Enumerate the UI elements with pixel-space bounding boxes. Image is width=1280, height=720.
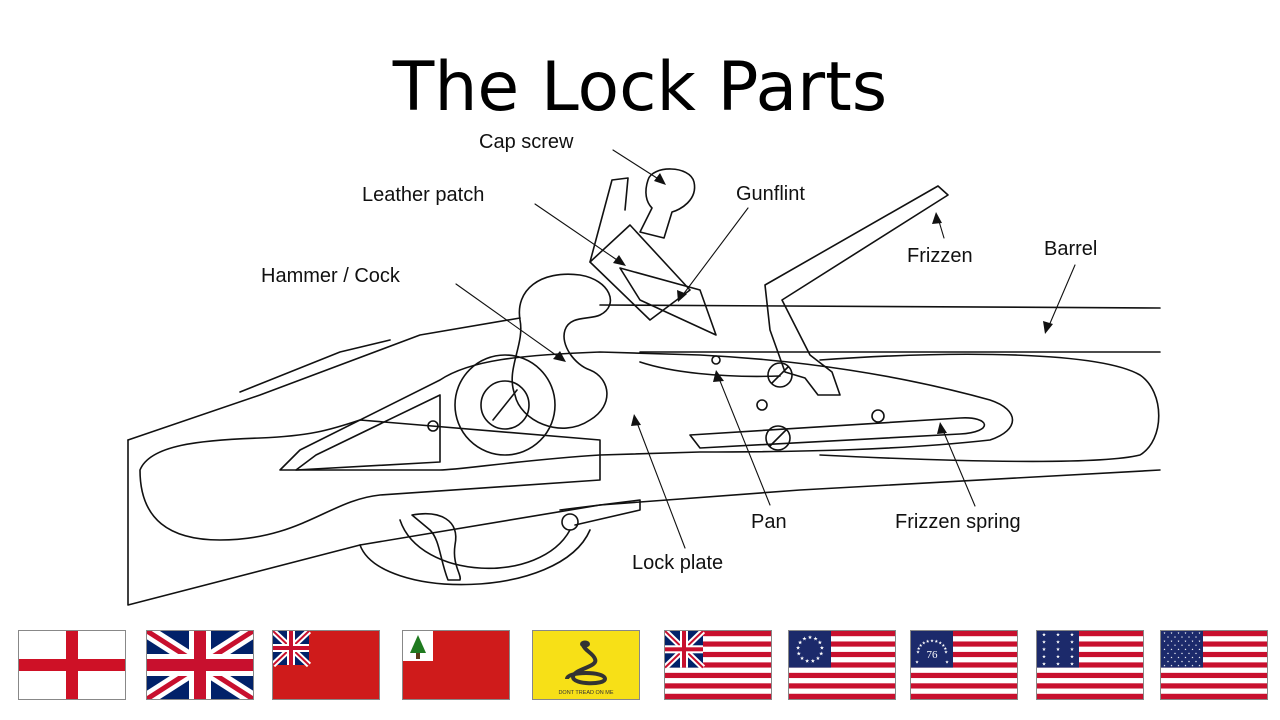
grand-union-flag (664, 630, 772, 700)
callout-frizzen-spring: Frizzen spring (895, 511, 1021, 533)
bennington-76-flag: 76 (910, 630, 1018, 700)
tumbler-plate (454, 354, 556, 456)
betsy-ross-flag (788, 630, 896, 700)
slide-title: The Lock Parts (392, 48, 888, 127)
pan-shape (639, 361, 781, 378)
gadsden-flag: DONT TREAD ON ME (532, 630, 640, 700)
hammer-top (589, 177, 629, 263)
frizzen-spring-screw (765, 425, 791, 451)
callout-hammer-cock: Hammer / Cock (261, 265, 400, 287)
lock-plate-shape (279, 351, 1014, 471)
flag-row: DONT TREAD ON ME (0, 626, 1280, 702)
plate-pin (756, 399, 768, 411)
stock-outline (127, 439, 1161, 606)
gadsden-motto: DONT TREAD ON ME (558, 690, 613, 696)
lock-plate-inner (295, 394, 441, 471)
new-england-pine-tree-flag (402, 630, 510, 700)
frizzen-shape (764, 185, 949, 396)
st-georges-cross-flag (18, 630, 126, 700)
us-50-star-flag (1160, 630, 1268, 700)
stock-upper-line (127, 317, 521, 441)
callout-barrel: Barrel (1044, 238, 1098, 260)
callout-gunflint: Gunflint (736, 183, 805, 205)
forestock (819, 353, 1160, 463)
union-jack-flag (146, 630, 254, 700)
callout-lock-plate: Lock plate (632, 552, 724, 574)
cap-screw-shape (639, 168, 696, 239)
star-spangled-banner-flag (1036, 630, 1144, 700)
frizzen-pivot-screw (767, 362, 793, 388)
trigger (411, 513, 462, 581)
hammer-cock-shape (511, 273, 612, 429)
frizzen-spring-shape (689, 417, 986, 449)
callout-leaders (455, 149, 1076, 549)
callout-cap-screw: Cap screw (479, 131, 574, 153)
trigger-guard (359, 519, 591, 586)
callout-frizzen: Frizzen (907, 245, 973, 267)
pan-touch-hole (711, 355, 721, 365)
callout-arrowheads (553, 173, 1053, 434)
callout-leather-patch: Leather patch (362, 184, 485, 206)
bennington-76-text: 76 (927, 649, 939, 661)
flintlock-lock-diagram (127, 149, 1161, 606)
gunflint-shape (619, 267, 717, 336)
tumbler-screw (480, 380, 530, 430)
jaw-assembly (589, 224, 691, 321)
frizzen-spring-pin (871, 409, 885, 423)
stock-butt-panel (139, 419, 601, 541)
stock-comb-line (239, 339, 391, 393)
callout-pan: Pan (751, 511, 787, 533)
trigger-plate-tail (559, 499, 641, 526)
british-red-ensign-flag (272, 630, 380, 700)
barrel-outline (599, 304, 1161, 353)
side-pin (427, 420, 439, 432)
